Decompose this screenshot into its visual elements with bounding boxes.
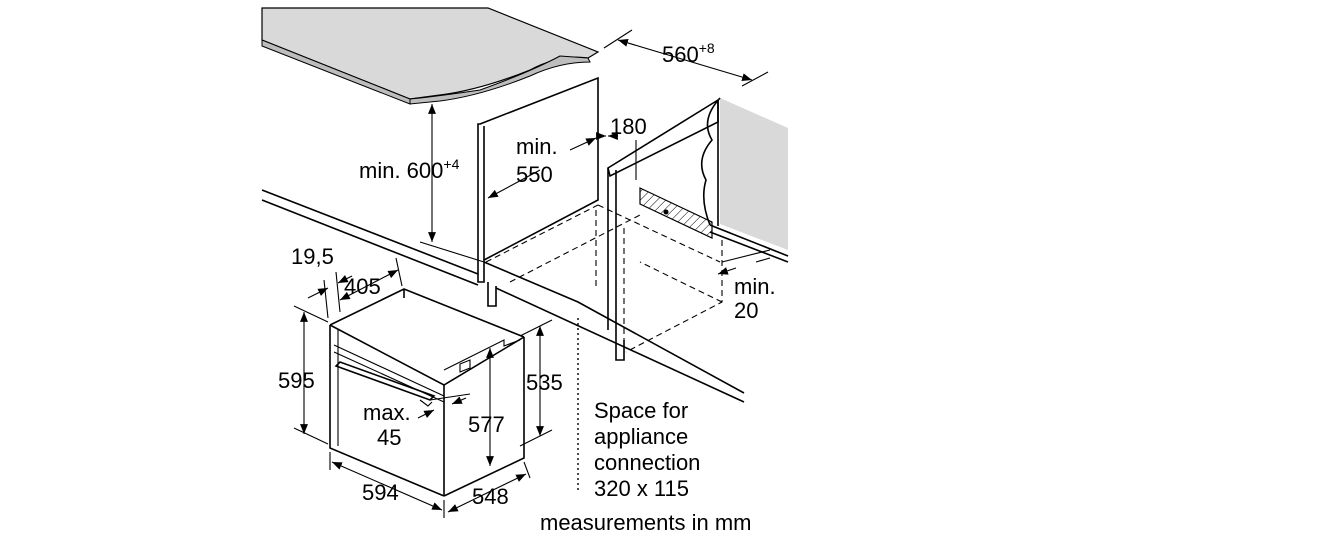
oven-height-label: 595 [278, 368, 315, 393]
cutout-depth-label-line2: 550 [516, 162, 553, 187]
dimension-lines [293, 29, 771, 518]
cabinet [261, 76, 789, 403]
connection-label-line3: connection [594, 450, 700, 475]
connection-label-line1: Space for [594, 398, 688, 423]
side-gap-label-line2: 20 [734, 298, 758, 323]
handle-label-line2: 45 [377, 425, 401, 450]
side-gap-label-line1: min. [734, 274, 776, 299]
oven-width-label: 594 [362, 480, 399, 505]
cutout-depth-label-line1: min. [516, 134, 558, 159]
worktop [261, 7, 600, 105]
oven-depth-label: 548 [472, 484, 509, 509]
connection-label-line4: 320 x 115 [594, 476, 689, 501]
handle-label-line1: max. [363, 400, 411, 425]
rear-gap-label: 180 [610, 114, 647, 139]
depth-top-label: 405 [344, 274, 381, 299]
connection-label-line2: appliance [594, 424, 688, 449]
right-wall [700, 97, 789, 263]
body-height-inner-label: 577 [468, 412, 505, 437]
oven [329, 288, 525, 497]
front-offset-label: 19,5 [291, 244, 334, 269]
cutout-width-label: 560+8 [662, 40, 715, 67]
cutout-height-label: min. 600+4 [359, 156, 460, 183]
units-note: measurements in mm [540, 510, 752, 535]
body-height-label: 535 [526, 370, 563, 395]
